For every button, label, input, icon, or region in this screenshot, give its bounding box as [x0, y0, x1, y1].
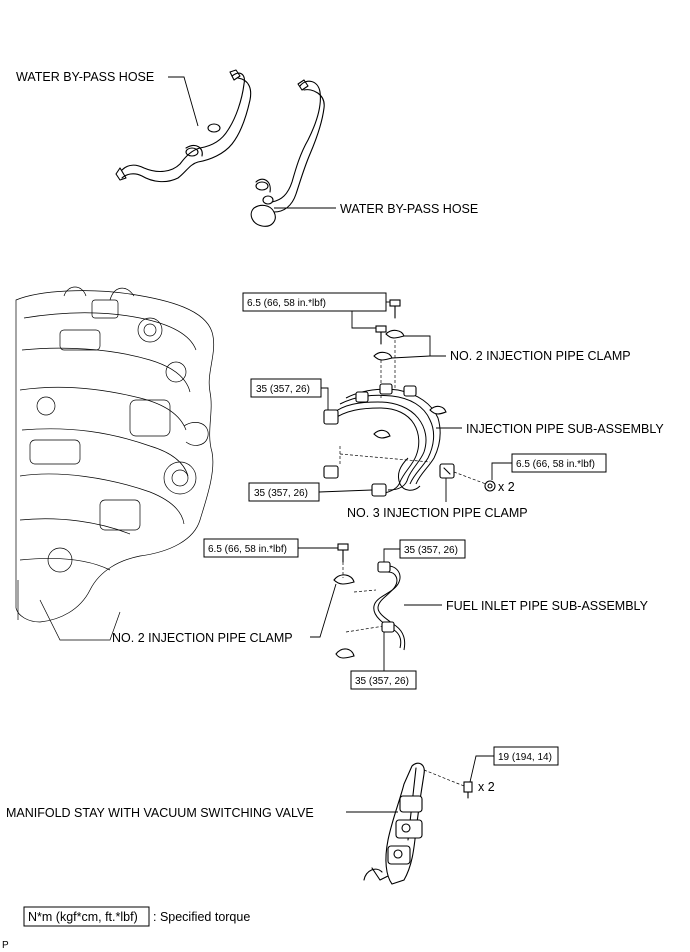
- clamp-bolt-bottom: [337, 543, 349, 563]
- leader-no2-clamp-top: [404, 335, 446, 357]
- water-bypass-hose-2: [250, 79, 325, 227]
- water-bypass-hose-1: [115, 69, 252, 183]
- label-injection-pipe: INJECTION PIPE SUB-ASSEMBLY: [466, 422, 664, 436]
- torque-clamp-nut: 6.5 (66, 58 in.*lbf): [516, 459, 595, 470]
- label-manifold-stay: MANIFOLD STAY WITH VACUUM SWITCHING VALV…: [6, 806, 314, 820]
- leader-inlet-upper: [383, 548, 400, 562]
- torque-inlet-upper: 35 (357, 26): [404, 545, 458, 556]
- no2-clamp-bottom-part: [333, 574, 355, 659]
- no2-clamp-top-part: [373, 329, 405, 361]
- leader-no2-clamp-bottom: [310, 583, 337, 638]
- engine-block-illustration: [15, 286, 215, 641]
- label-no2-clamp-top: NO. 2 INJECTION PIPE CLAMP: [450, 349, 631, 363]
- torque-inlet-lower: 35 (357, 26): [355, 676, 409, 687]
- leader-pipe-lower: [318, 489, 373, 493]
- leader-water-bypass-hose-1: [168, 76, 199, 127]
- leader-clamp-bolt-top-2: [351, 311, 376, 329]
- nut-icon: [484, 480, 496, 492]
- leader-pipe-upper: [321, 387, 329, 410]
- clamp-bolt-top: [375, 299, 401, 345]
- corner-mark: P: [2, 940, 9, 951]
- nut-quantity: x 2: [498, 480, 515, 494]
- label-water-bypass-hose-1: WATER BY-PASS HOSE: [16, 70, 154, 84]
- label-no2-clamp-bottom: NO. 2 INJECTION PIPE CLAMP: [112, 631, 293, 645]
- stay-bolt-quantity: x 2: [478, 780, 495, 794]
- label-no3-clamp: NO. 3 INJECTION PIPE CLAMP: [347, 506, 528, 520]
- no3-clamp-part: [323, 463, 455, 479]
- torque-stay-bolt: 19 (194, 14): [498, 752, 552, 763]
- torque-clamp-bolt-bottom: 6.5 (66, 58 in.*lbf): [208, 544, 287, 555]
- torque-pipe-upper: 35 (357, 26): [256, 384, 310, 395]
- manifold-stay-with-vsv: [363, 762, 425, 885]
- fuel-inlet-pipe-sub-assembly: [373, 561, 406, 651]
- stay-bolt: [463, 781, 473, 799]
- legend-description: : Specified torque: [153, 910, 250, 924]
- label-fuel-inlet-pipe: FUEL INLET PIPE SUB-ASSEMBLY: [446, 599, 649, 613]
- legend-units: N*m (kgf*cm, ft.*lbf): [28, 910, 138, 924]
- injection-pipe-sub-assembly: [323, 383, 447, 497]
- label-water-bypass-hose-2: WATER BY-PASS HOSE: [340, 202, 478, 216]
- leader-clamp-nut: [491, 462, 512, 480]
- legend-units-box: [23, 906, 150, 927]
- leader-stay-bolt: [469, 755, 494, 783]
- torque-box-inlet-lower: [350, 670, 417, 690]
- torque-pipe-lower: 35 (357, 26): [254, 488, 308, 499]
- torque-clamp-bolt-top: 6.5 (66, 58 in.*lbf): [247, 298, 326, 309]
